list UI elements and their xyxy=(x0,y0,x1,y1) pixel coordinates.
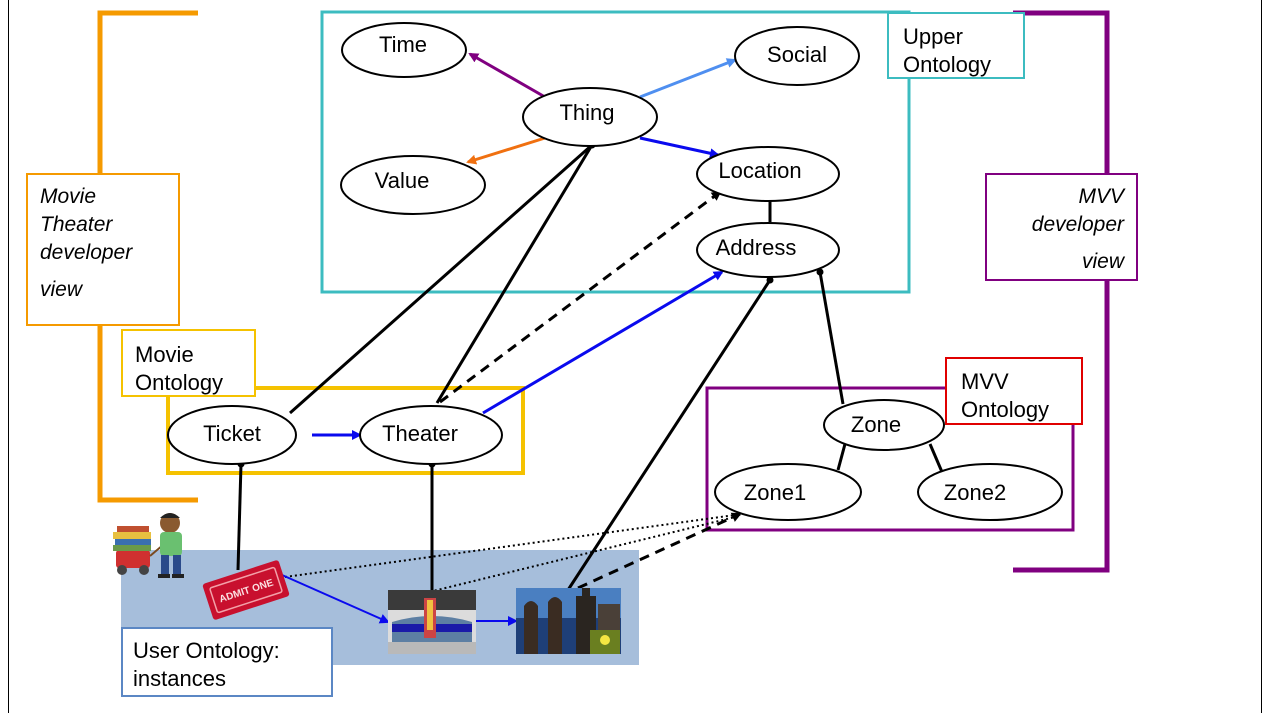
node-location-label: Location xyxy=(718,158,801,183)
mvv-view-label: MVV developer view xyxy=(985,173,1138,281)
node-social-label: Social xyxy=(767,42,827,67)
node-value xyxy=(340,155,486,215)
upper-ontology-line-2: Ontology xyxy=(903,52,992,77)
node-zone2 xyxy=(917,463,1063,521)
node-zone2-label: Zone2 xyxy=(944,480,1006,505)
node-thing xyxy=(522,87,658,147)
link-zone-zone2 xyxy=(928,443,944,473)
upper-ontology-label: Upper Ontology xyxy=(887,12,1025,79)
link-theater-location-dashed xyxy=(439,190,722,404)
movie-ontology-label: Movie Ontology xyxy=(121,329,256,397)
node-zone xyxy=(823,399,945,451)
node-value-label: Value xyxy=(375,168,430,193)
mvv-ontology-line-1: MVV xyxy=(961,369,1009,394)
link-ticket-instance xyxy=(236,463,243,571)
movie-theater-view-line-1: Movie xyxy=(40,185,97,208)
child-with-books-image xyxy=(113,513,184,578)
link-ticket-thing xyxy=(289,143,593,415)
link-address-zone xyxy=(818,271,845,405)
node-theater xyxy=(359,405,503,465)
mvv-ontology-label: MVV Ontology xyxy=(945,357,1083,425)
mvv-ontology-box xyxy=(705,386,1075,532)
movie-theater-view-line-4: view xyxy=(40,278,83,301)
arrow-thing-location xyxy=(639,136,720,159)
link-theater-thing xyxy=(435,144,594,404)
page-frame xyxy=(8,0,1262,713)
link-ticket-zone1-dotted xyxy=(284,514,736,578)
city-instance-image xyxy=(516,588,621,654)
upper-ontology-box xyxy=(320,10,911,294)
node-zone-label: Zone xyxy=(851,412,901,437)
movie-ontology-line-1: Movie xyxy=(135,342,194,367)
ticket-instance-image: ADMIT ONE xyxy=(202,560,290,620)
upper-ontology-line-1: Upper xyxy=(903,24,963,49)
black-links xyxy=(236,143,944,591)
mvv-view-line-1: MVV xyxy=(1078,185,1124,208)
mvv-view-line-2: developer xyxy=(1031,213,1124,236)
user-ontology-label: User Ontology: instances xyxy=(121,627,333,697)
node-ticket xyxy=(167,405,297,465)
theater-instance-image xyxy=(388,590,476,654)
node-theater-label: Theater xyxy=(382,421,458,446)
link-address-instance xyxy=(566,279,772,591)
arrow-ticket-instance-theater xyxy=(281,574,390,624)
arrow-thing-value xyxy=(466,136,546,165)
node-time-label: Time xyxy=(379,32,427,57)
node-address-label: Address xyxy=(716,235,797,260)
node-ticket-label: Ticket xyxy=(203,421,261,446)
link-instance-zone1-dashed xyxy=(577,512,742,590)
node-thing-label: Thing xyxy=(559,100,614,125)
arrow-thing-social xyxy=(639,58,737,99)
node-zone1-label: Zone1 xyxy=(744,480,806,505)
node-location xyxy=(696,146,840,202)
mvv-bracket xyxy=(1013,10,1110,573)
node-social xyxy=(734,26,860,86)
movie-theater-view-line-3: developer xyxy=(40,241,133,264)
movie-theater-view-line-2: Theater xyxy=(40,213,113,236)
user-ontology-line-2: instances xyxy=(133,666,226,691)
movie-ontology-line-2: Ontology xyxy=(135,370,224,395)
node-address xyxy=(696,222,840,278)
node-time xyxy=(341,22,467,78)
link-zone-zone1 xyxy=(836,443,847,471)
mvv-ontology-line-2: Ontology xyxy=(961,397,1050,422)
arrow-theater-address xyxy=(482,270,724,415)
user-ontology-line-1: User Ontology: xyxy=(133,638,280,663)
link-theater-zone1-dotted xyxy=(424,516,736,594)
node-zone1 xyxy=(714,463,862,521)
mvv-view-line-3: view xyxy=(1081,250,1124,273)
movie-theater-view-label: Movie Theater developer view xyxy=(26,173,180,326)
arrow-thing-time xyxy=(468,52,546,99)
